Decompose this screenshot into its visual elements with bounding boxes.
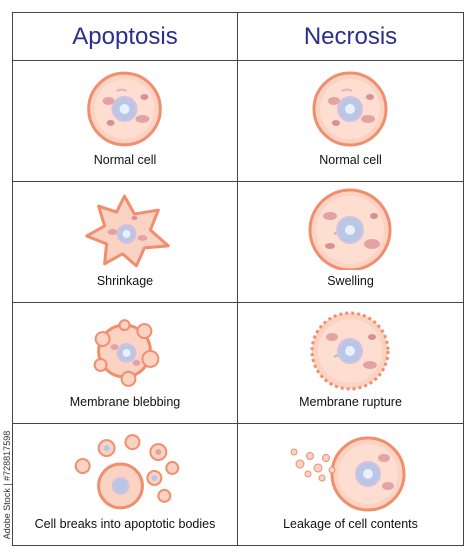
blebbing-cell-illustration bbox=[93, 319, 160, 387]
normal-cell-illustration bbox=[87, 71, 162, 147]
header-necrosis: Necrosis bbox=[238, 13, 463, 61]
swelling-cell-illustration bbox=[308, 188, 392, 270]
caption-apoptosis-normal: Normal cell bbox=[93, 153, 157, 167]
normal-cell-illustration bbox=[312, 71, 388, 147]
shrinking-cell-illustration bbox=[85, 194, 170, 268]
cell-apoptosis-blebbing: Membrane blebbing bbox=[13, 303, 238, 424]
cell-necrosis-swelling: Swelling bbox=[238, 182, 463, 303]
cell-necrosis-rupture: Membrane rupture bbox=[238, 303, 463, 424]
caption-swelling: Swelling bbox=[327, 274, 374, 288]
cell-apoptosis-normal: Normal cell bbox=[13, 61, 238, 182]
caption-rupture: Membrane rupture bbox=[299, 395, 402, 409]
cell-necrosis-normal: Normal cell bbox=[238, 61, 463, 182]
caption-blebbing: Membrane blebbing bbox=[69, 395, 181, 409]
cell-apoptosis-shrinkage: Shrinkage bbox=[13, 182, 238, 303]
rupturing-cell-illustration bbox=[310, 311, 390, 391]
cell-apoptosis-bodies: Cell breaks into apoptotic bodies bbox=[13, 424, 238, 545]
caption-shrinkage: Shrinkage bbox=[96, 274, 154, 288]
comparison-table: Apoptosis Necrosis Normal cell bbox=[12, 12, 464, 546]
leaking-cell-illustration bbox=[290, 436, 406, 512]
caption-leakage: Leakage of cell contents bbox=[283, 517, 418, 531]
cell-necrosis-leakage: Leakage of cell contents bbox=[238, 424, 463, 545]
apoptotic-bodies-illustration bbox=[74, 434, 180, 510]
header-apoptosis: Apoptosis bbox=[13, 13, 238, 61]
caption-apoptotic-bodies: Cell breaks into apoptotic bodies bbox=[34, 517, 216, 531]
caption-necrosis-normal: Normal cell bbox=[319, 153, 382, 167]
